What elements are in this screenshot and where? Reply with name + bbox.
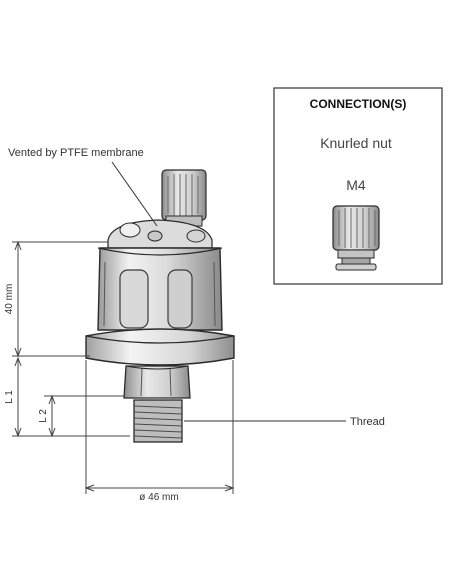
top-cap	[107, 219, 213, 249]
dimensions	[12, 240, 235, 494]
thread-callout: Thread	[184, 416, 385, 428]
connection-type: Knurled nut	[320, 135, 392, 151]
sensor	[85, 169, 235, 443]
connection-box: CONNECTION(S) Knurled nut M4	[273, 87, 443, 285]
connection-box-title: CONNECTION(S)	[310, 97, 407, 111]
vent-callout: Vented by PTFE membrane	[8, 147, 158, 227]
vent-label: Vented by PTFE membrane	[8, 147, 144, 159]
hex-nut	[123, 365, 191, 399]
housing	[97, 247, 223, 331]
thread-connection	[133, 399, 183, 443]
flange	[85, 328, 235, 366]
dim-l1-label: L 1	[4, 390, 15, 404]
dim-40mm-label: 40 mm	[4, 284, 15, 315]
connection-size: M4	[346, 177, 366, 193]
dim-l2-label: L 2	[38, 409, 49, 423]
dim-diameter-label: ø 46 mm	[139, 492, 178, 503]
knurled-nut-icon	[332, 205, 380, 271]
thread-label: Thread	[350, 416, 385, 428]
